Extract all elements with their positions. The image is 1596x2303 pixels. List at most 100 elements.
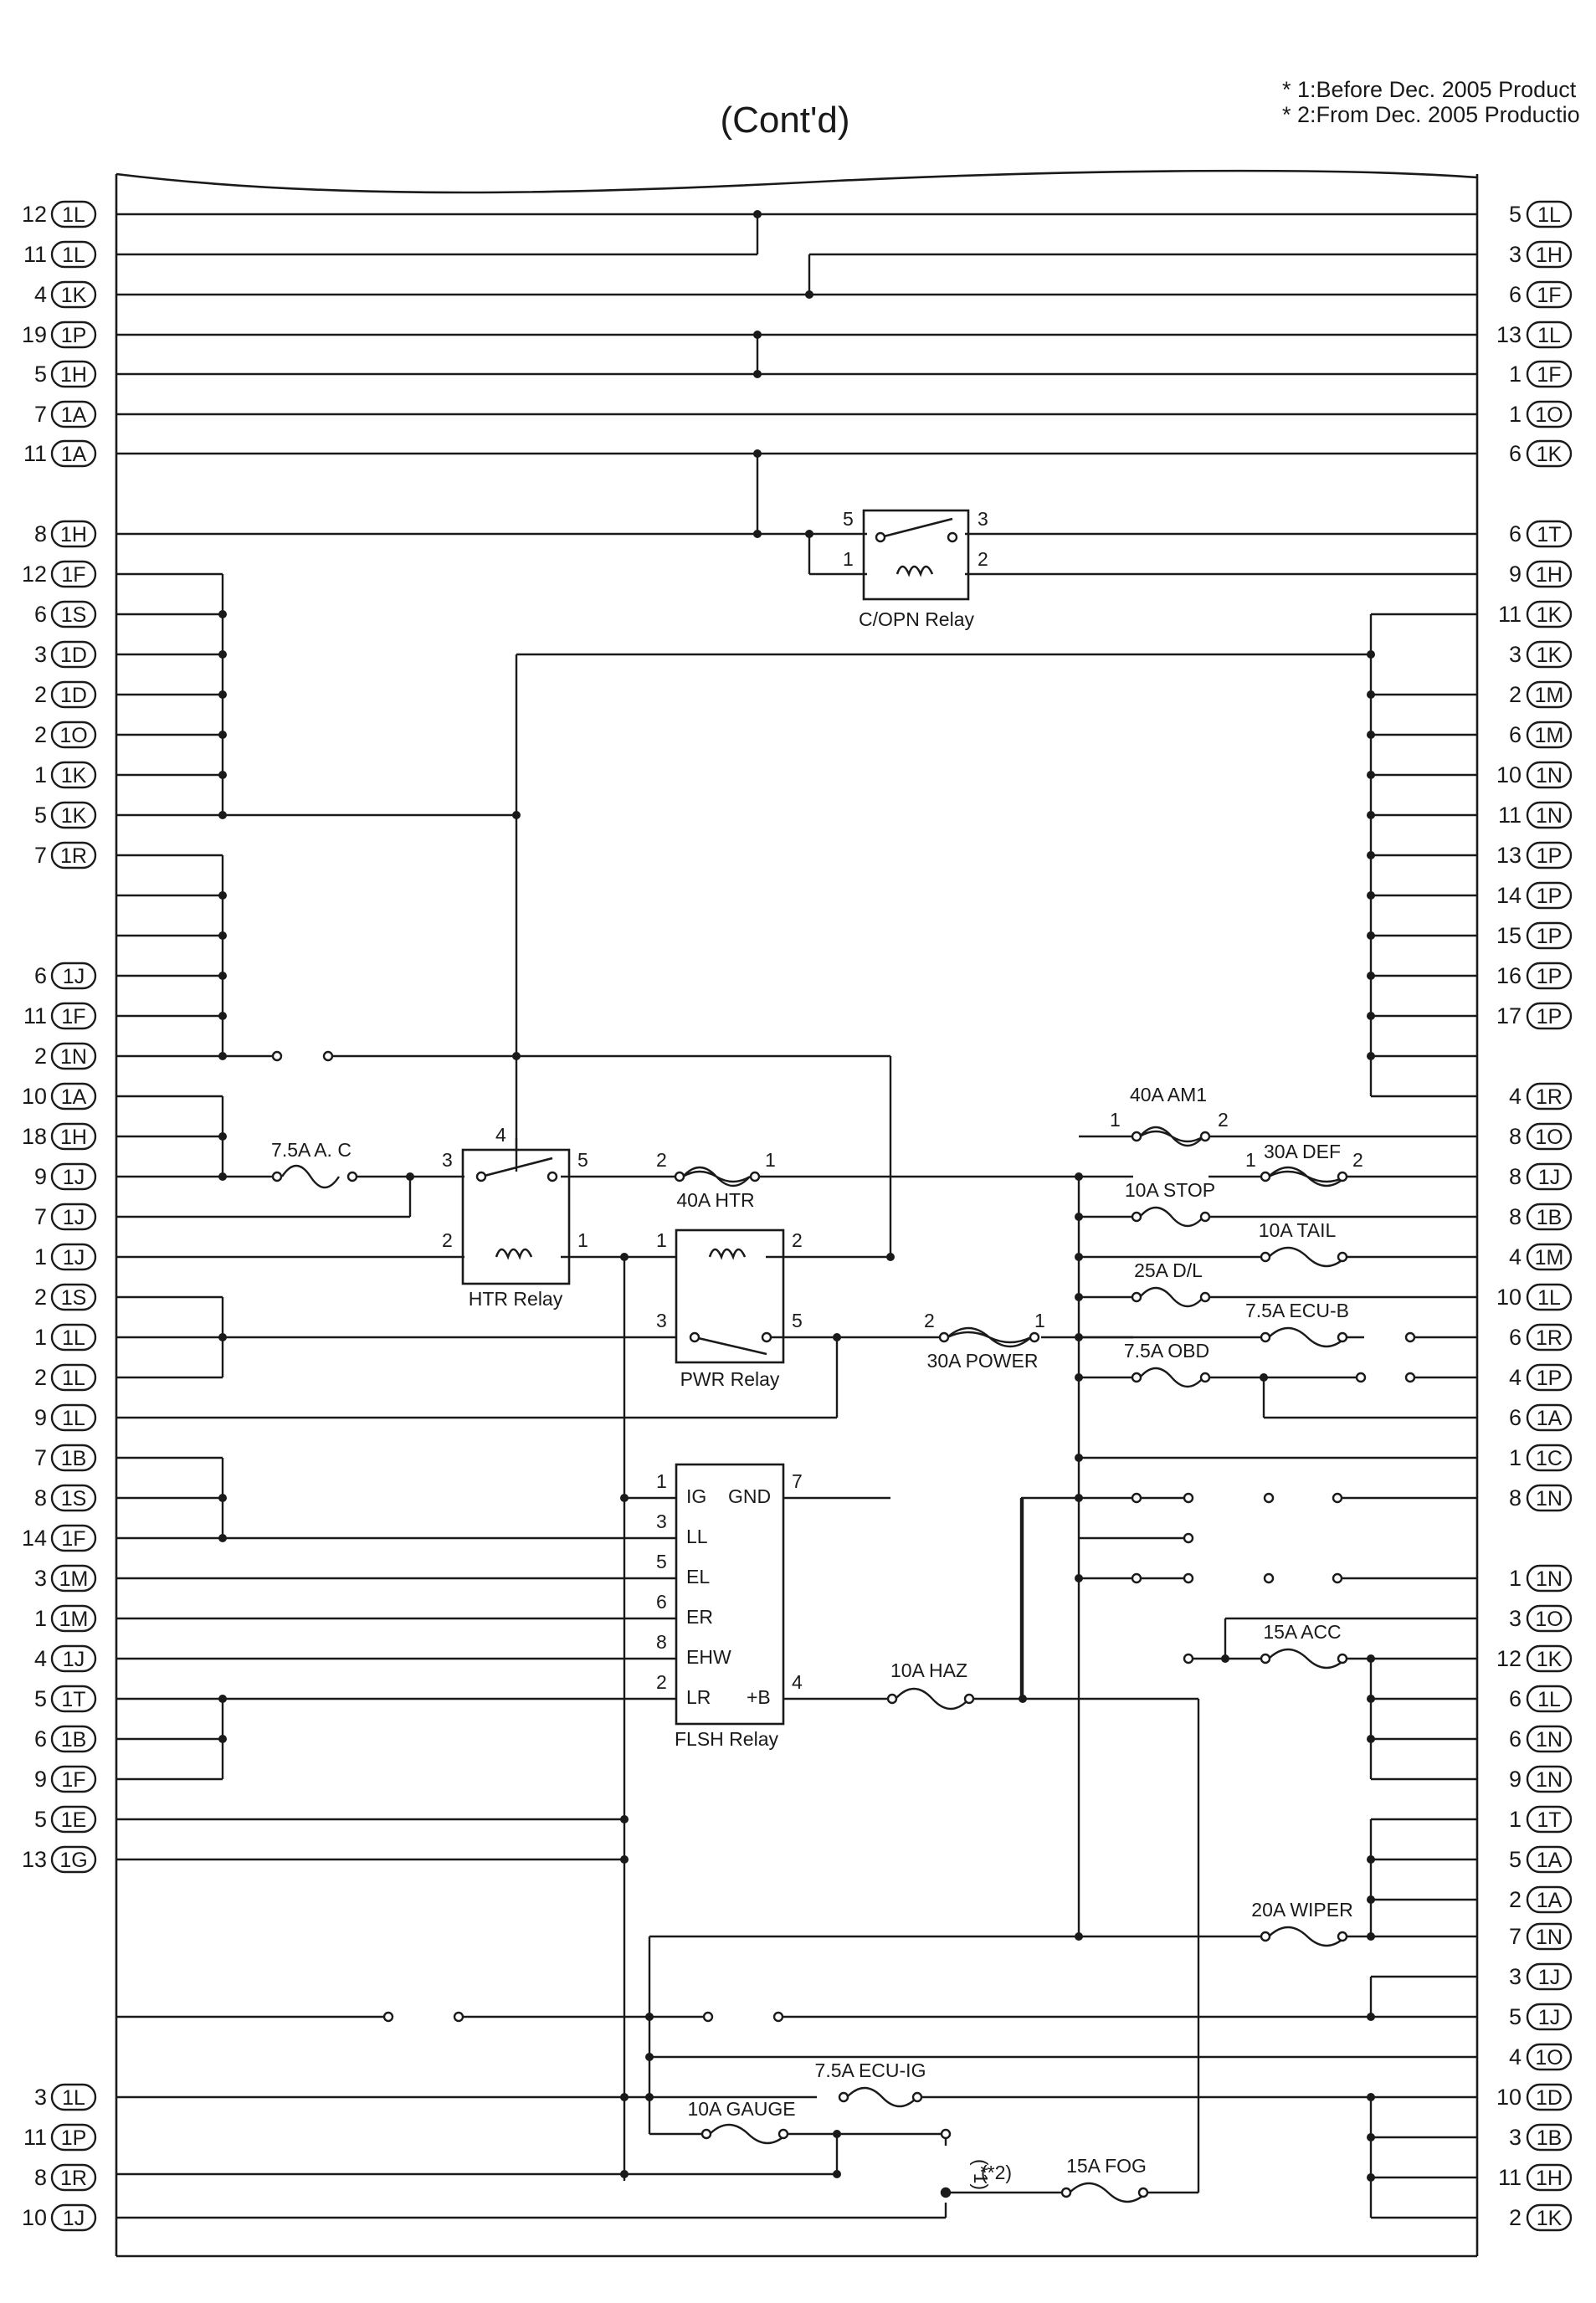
pin-number: 1 [1509, 402, 1522, 427]
connector-oval [1526, 1484, 1573, 1512]
connector-id: 1G [59, 1849, 87, 1872]
copn-pin-2: 2 [978, 548, 988, 570]
pin-number: 6 [34, 963, 47, 988]
connector-oval [50, 2083, 97, 2111]
pin-number: 8 [34, 1485, 47, 1511]
relay-bodies [461, 509, 970, 1726]
connector-id: 1L [1537, 324, 1561, 347]
pin-number: 3 [1509, 1606, 1522, 1631]
connector-oval [50, 600, 97, 628]
connector-id: 1S [61, 1487, 87, 1511]
connector-id: 1P [1537, 885, 1563, 908]
connector-id: 1H [1536, 563, 1563, 587]
fuse-dl-label: 25A D/L [1134, 1259, 1203, 1281]
connector-oval [1526, 881, 1573, 910]
pin-number: 3 [34, 642, 47, 667]
connector-id: 1K [61, 284, 87, 307]
connector-id: 1H [1536, 244, 1563, 267]
pin-number: 4 [1509, 1365, 1522, 1390]
pin-number: 10 [22, 1084, 47, 1109]
connector-id: 1L [62, 1407, 85, 1430]
pin-number: 10 [1496, 2085, 1522, 2110]
pin-number: 5 [34, 362, 47, 387]
connector-id: 1N [1536, 1487, 1563, 1511]
flsh-term-b: +B [747, 1686, 771, 1708]
connector-id: 1J [63, 2207, 85, 2230]
pin-number: 4 [34, 1646, 47, 1671]
connector-oval [50, 1082, 97, 1110]
pin-number: 7 [34, 402, 47, 427]
connector-oval [1526, 1444, 1573, 1472]
connector-oval [50, 2203, 97, 2232]
connector-id: 1K [1537, 2207, 1563, 2230]
fuse-power-label: 30A POWER [927, 1350, 1039, 1372]
pin-number: 6 [1509, 722, 1522, 747]
connector-id: 1O [1535, 403, 1563, 427]
fuse-ac [280, 1164, 341, 1189]
connector-oval [1526, 921, 1573, 950]
htr-pin-1: 1 [577, 1229, 588, 1251]
connector-oval [50, 1283, 97, 1311]
connector-id: 1J [63, 965, 85, 988]
left-pin-28: 9 1L [34, 1403, 97, 1432]
connector-id: 1N [1536, 1926, 1563, 1949]
fuse-ecuig [846, 2086, 918, 2108]
connector-oval [1526, 2043, 1573, 2071]
pin-number: 16 [1496, 963, 1522, 988]
connector-oval [50, 1203, 97, 1231]
connector-id: 1S [61, 1286, 87, 1310]
pin-number: 7 [34, 843, 47, 868]
connector-oval [1526, 439, 1573, 468]
htr-relay-label: HTR Relay [469, 1288, 563, 1310]
pin-number: 1 [1509, 1445, 1522, 1470]
flsh-term-lr: LR [686, 1686, 711, 1708]
connector-id: 1R [60, 844, 87, 868]
connector-oval [50, 1002, 97, 1030]
pin-number: 9 [34, 1405, 47, 1430]
pwr-pin-3: 3 [656, 1310, 667, 1331]
connector-oval [50, 1604, 97, 1633]
connector-id: 1J [63, 1206, 85, 1229]
pwr-relay-body [675, 1228, 785, 1364]
connector-oval [50, 240, 97, 269]
fuse-def-pin2: 2 [1352, 1149, 1363, 1171]
connector-id: 1N [1536, 1567, 1563, 1591]
connector-oval [1526, 1203, 1573, 1231]
fuse-htr-label: 40A HTR [676, 1189, 754, 1211]
connector-oval [1526, 560, 1573, 588]
fuse-htr-pin1: 1 [765, 1149, 776, 1171]
connector-id: 1A [1537, 1889, 1563, 1912]
connector-id: 1M [59, 1567, 89, 1591]
connector-id: 1K [61, 764, 87, 787]
fuse-am1-pin2: 2 [1218, 1109, 1229, 1131]
fuse-fog-label: 15A FOG [1066, 2155, 1147, 2177]
fuse-obd [1139, 1367, 1204, 1388]
connector-oval [50, 1323, 97, 1352]
connector-id: 1N [1536, 804, 1563, 828]
pin-number: 6 [1509, 521, 1522, 546]
